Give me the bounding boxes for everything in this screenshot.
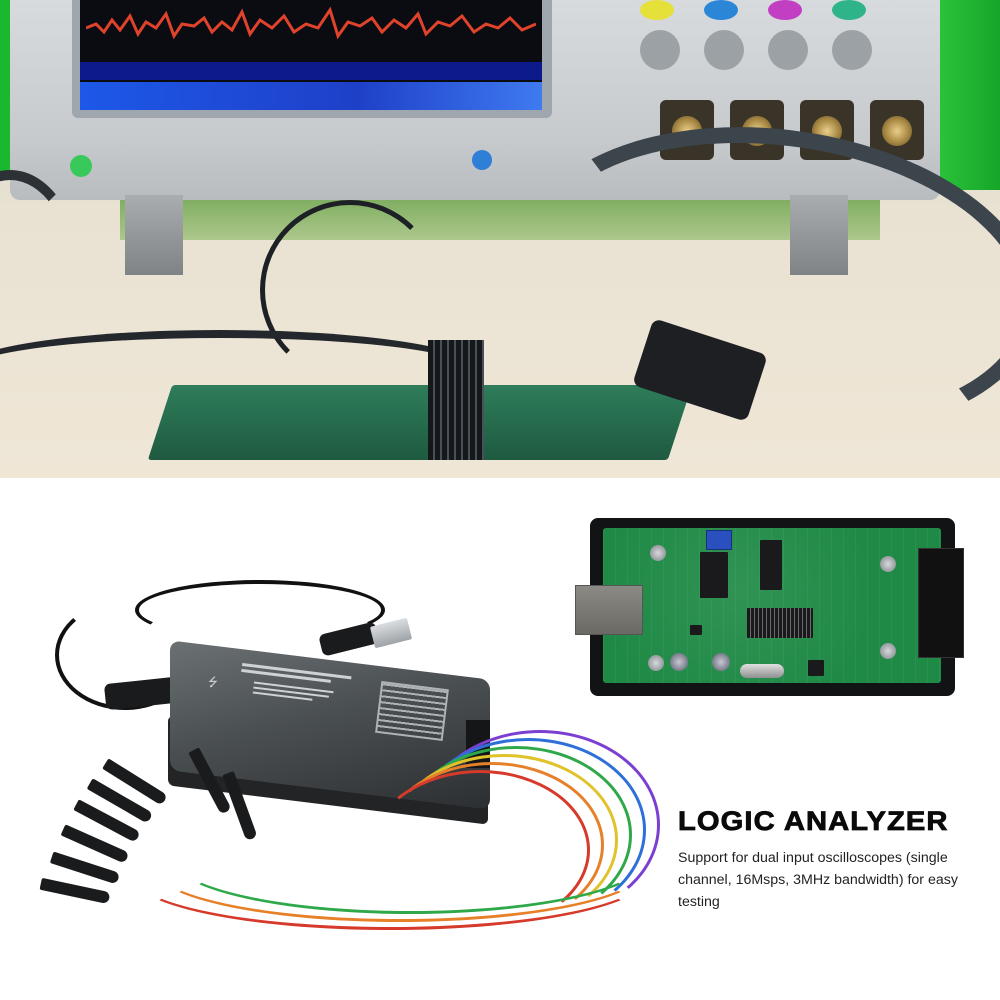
channel-2-knob-icon: [704, 0, 738, 20]
power-button-icon: [70, 155, 92, 177]
screw-icon: [648, 655, 664, 671]
channel-3-knob-icon: [768, 0, 802, 20]
probe-wire-green: [170, 800, 650, 914]
ic-chip: [808, 660, 824, 676]
scope-foot: [125, 195, 183, 275]
bnc-connector-icon: [870, 100, 924, 160]
waveform-icon: [86, 6, 536, 40]
main-ic-chip: [747, 608, 813, 638]
trim-potentiometer-icon: [706, 530, 732, 550]
probe-header: [428, 340, 484, 460]
oscilloscope-bench-photo: [0, 0, 1000, 478]
target-pcb: [147, 385, 693, 460]
product-title: LOGIC ANALYZER: [678, 806, 949, 837]
probe-wire-blue: [410, 738, 646, 922]
cable: [260, 200, 440, 380]
oscilloscope: [10, 0, 940, 200]
probe-wire-orange: [150, 810, 650, 922]
screw-icon: [880, 643, 896, 659]
usb-logo-icon: ⭍: [208, 675, 218, 689]
channel-4-knob-icon: [832, 0, 866, 20]
cable: [0, 330, 480, 410]
channel-1-knob-icon: [640, 0, 674, 20]
knob-icon: [832, 30, 872, 70]
scope-screen: [80, 0, 542, 110]
pinout-diagram: [375, 681, 449, 741]
scope-foot: [790, 195, 848, 275]
probe-wire-purple: [420, 730, 660, 920]
idc-header-connector: [918, 548, 964, 658]
knob-icon: [768, 30, 808, 70]
green-backdrop-right: [940, 0, 1000, 190]
bench-blur: [120, 200, 880, 240]
ic-chip: [760, 540, 782, 590]
bnc-connector-icon: [800, 100, 854, 160]
knob-icon: [704, 30, 744, 70]
crystal-oscillator-icon: [740, 664, 784, 678]
usb-b-port-icon: [575, 585, 643, 635]
usb-a-connector-icon: [369, 617, 413, 649]
knob-icon: [640, 30, 680, 70]
probe-wire-red: [130, 820, 650, 930]
scope-status-bar: [80, 62, 542, 80]
capacitor-icon: [670, 653, 688, 671]
bnc-connector-icon: [730, 100, 784, 160]
screw-icon: [650, 545, 666, 561]
bnc-connector-icon: [660, 100, 714, 160]
capacitor-icon: [712, 653, 730, 671]
ic-chip: [700, 552, 728, 598]
screw-icon: [880, 556, 896, 572]
front-button-icon: [472, 150, 492, 170]
ic-chip: [690, 625, 702, 635]
scope-menu-bar: [80, 82, 542, 110]
test-clip-icon: [39, 877, 111, 905]
product-description: Support for dual input oscilloscopes (si…: [678, 850, 958, 910]
